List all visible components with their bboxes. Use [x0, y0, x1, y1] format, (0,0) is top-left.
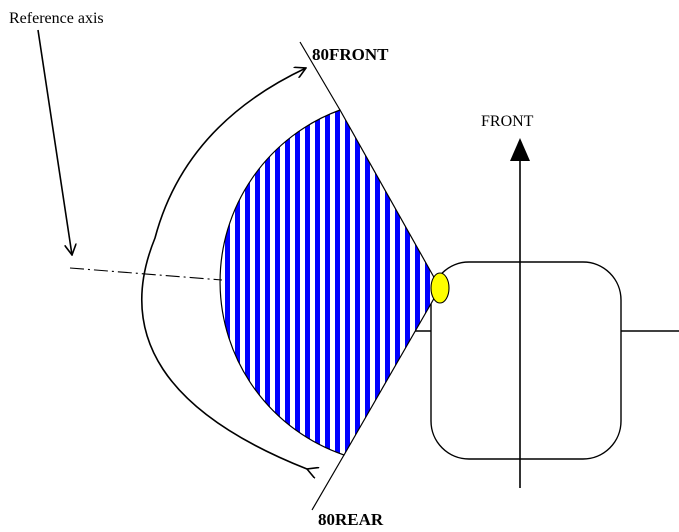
- rear-limit-label: 80REAR: [318, 510, 384, 529]
- vehicle-body: [430, 261, 622, 460]
- front-direction-arrowhead: [510, 138, 530, 161]
- reference-axis-label: Reference axis: [9, 10, 104, 27]
- front-limit-label: 80FRONT: [312, 45, 389, 64]
- reference-axis-line: [69, 267, 223, 281]
- reference-axis-leader: [37, 29, 72, 255]
- lamp: [430, 272, 450, 304]
- visibility-sector: [219, 109, 441, 456]
- rear-boundary-line: [311, 454, 345, 511]
- front-boundary-line: [299, 41, 341, 111]
- angle-arc-arrow: [140, 68, 307, 469]
- front-direction-label: FRONT: [481, 113, 534, 130]
